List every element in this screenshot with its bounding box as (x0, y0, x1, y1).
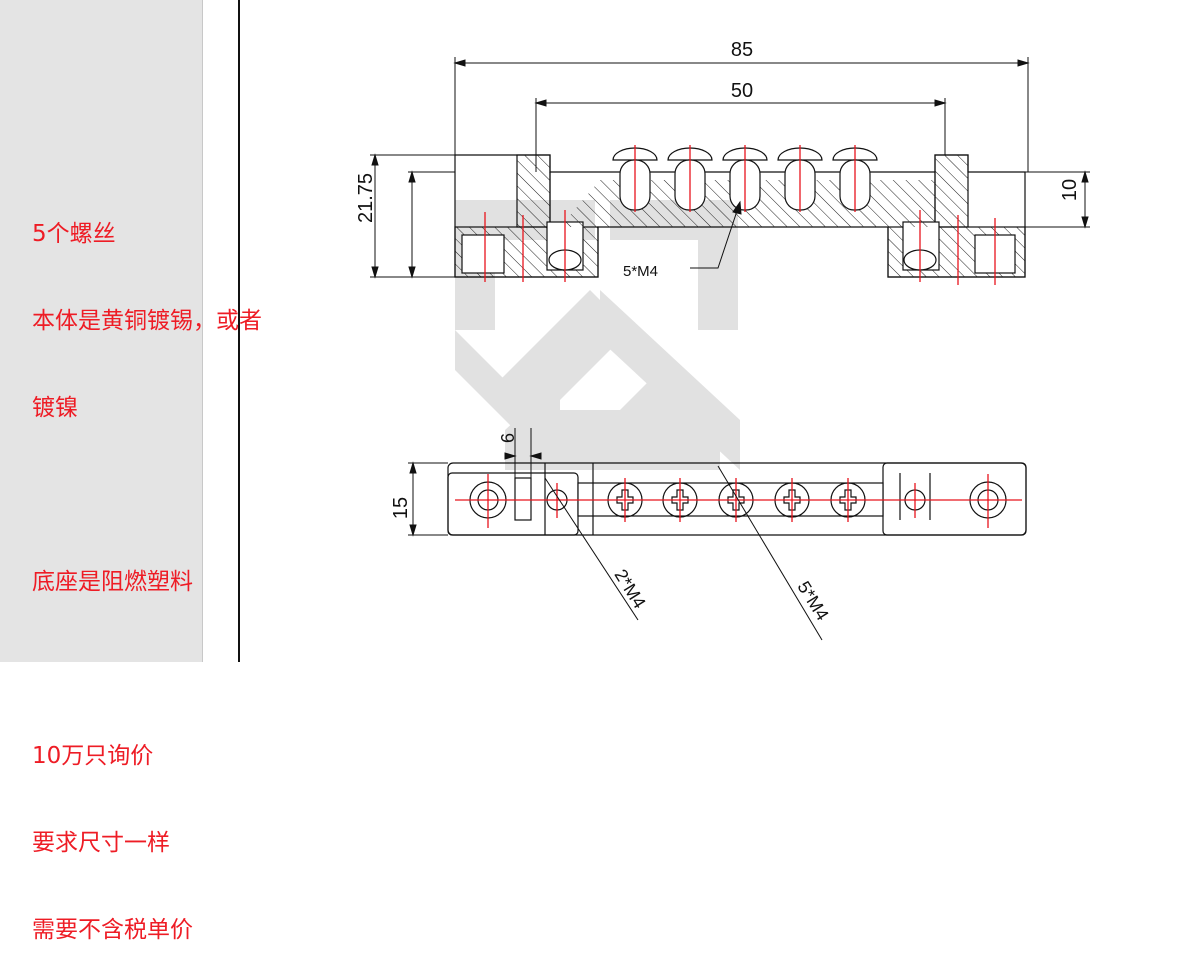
note-line: 要求尺寸一样 (32, 830, 170, 856)
dim-overall-length: 85 (731, 39, 753, 61)
note-line: 本体是黄铜镀锡，或者 (32, 308, 262, 334)
dim-inner-length: 50 (731, 80, 753, 102)
label-screws-top: 5*M4 (793, 578, 832, 624)
note-line: 底座是阻燃塑料 (32, 569, 193, 595)
note-line: 镀镍 (32, 395, 78, 421)
front-dimensions (370, 57, 1090, 279)
dim-slot: 6 (498, 433, 518, 443)
front-dimension-labels: 85 50 21.75 10 5*M4 (355, 39, 1081, 280)
label-screws-side: 2*M4 (610, 566, 649, 612)
front-centerlines (484, 145, 996, 285)
dim-height: 21.75 (355, 173, 377, 223)
top-view (447, 462, 1027, 536)
sidebar-edge (202, 0, 203, 662)
front-screws (612, 147, 878, 211)
dim-right-height: 10 (1059, 179, 1081, 201)
top-bar (447, 472, 579, 536)
right-post (934, 154, 969, 228)
left-post (516, 154, 551, 228)
note-line (32, 655, 262, 684)
note-line (32, 481, 262, 510)
technical-drawing: 85 50 21.75 10 5*M4 (355, 39, 1090, 641)
dim-width: 15 (390, 497, 412, 519)
label-screws-front: 5*M4 (623, 263, 658, 280)
vertical-divider (238, 0, 240, 662)
sidebar-panel (0, 0, 202, 662)
top-dimensions (408, 428, 823, 641)
note-line: 5个螺丝 (32, 221, 116, 247)
front-view (454, 147, 1026, 278)
note-line: 10万只询价 (32, 743, 154, 769)
requirement-notes: 5个螺丝 本体是黄铜镀锡，或者 镀镍 底座是阻燃塑料 10万只询价 要求尺寸一样… (32, 162, 262, 974)
note-line: 需要不含税单价 (32, 917, 193, 943)
